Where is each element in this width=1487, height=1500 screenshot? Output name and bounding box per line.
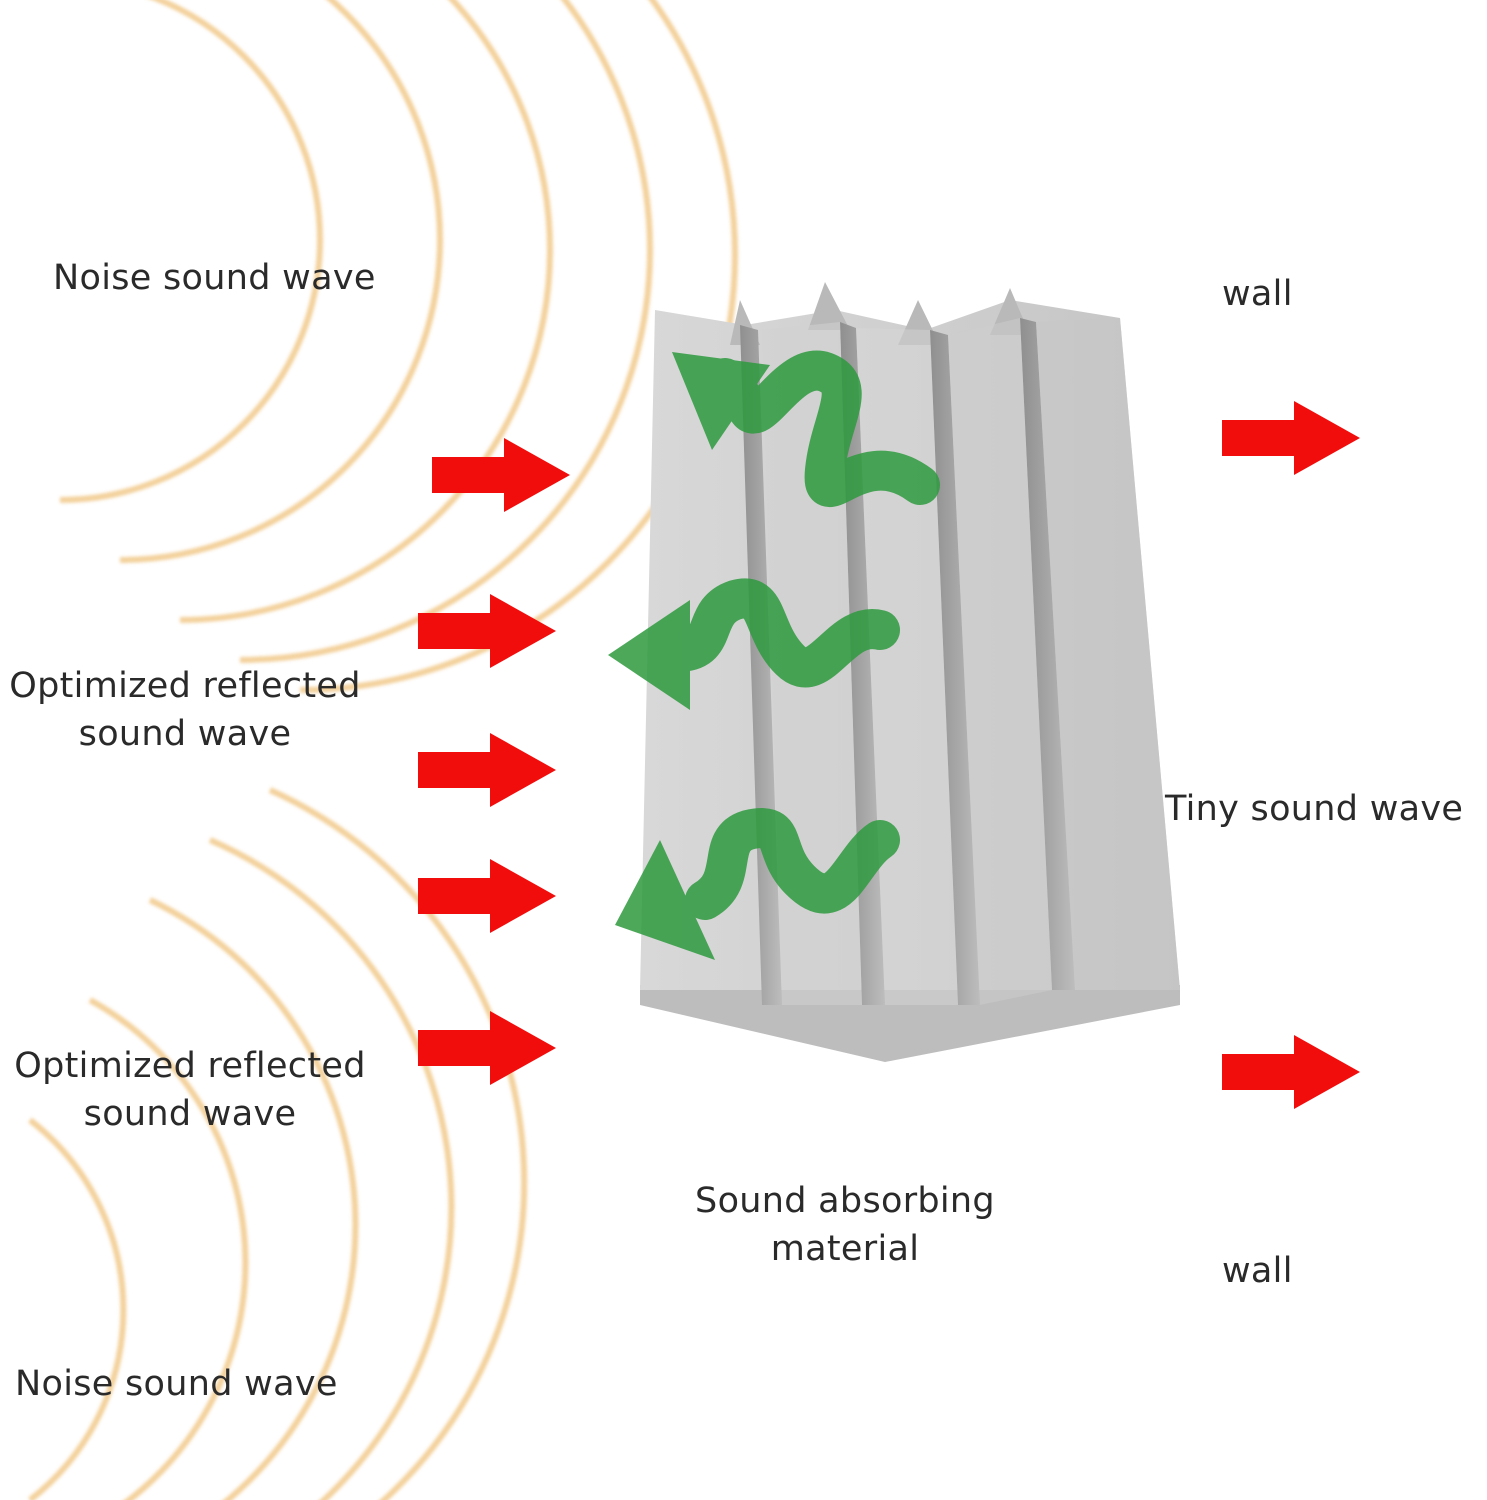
arrow-right-icon xyxy=(418,859,556,933)
label-line: sound wave xyxy=(83,1094,297,1134)
label-optimized-reflected-bottom: Optimized reflected sound wave xyxy=(5,1042,375,1138)
label-noise-sound-wave-top: Noise sound wave xyxy=(53,258,376,298)
wavy-arrow-icon xyxy=(672,350,940,507)
arrow-right-icon xyxy=(418,733,556,807)
label-line: Optimized reflected xyxy=(14,1046,366,1086)
wavy-arrow-icon xyxy=(608,578,900,710)
arrow-right-icon xyxy=(1222,401,1360,475)
noise-wave-rings-top xyxy=(59,0,738,693)
label-wall-top: wall xyxy=(1222,274,1293,314)
noise-wave-rings-bottom xyxy=(28,787,528,1500)
label-noise-sound-wave-bottom: Noise sound wave xyxy=(15,1364,338,1404)
label-line: material xyxy=(770,1229,920,1269)
arrow-right-icon xyxy=(432,438,570,512)
reflected-arrows xyxy=(608,350,940,960)
arrow-right-icon xyxy=(418,1011,556,1085)
label-optimized-reflected-top: Optimized reflected sound wave xyxy=(0,662,370,758)
arrow-right-icon xyxy=(418,594,556,668)
label-wall-bottom: wall xyxy=(1222,1251,1293,1291)
incident-arrows xyxy=(418,401,1360,1109)
arrow-right-icon xyxy=(1222,1035,1360,1109)
label-line: sound wave xyxy=(78,714,292,754)
label-tiny-sound-wave: Tiny sound wave xyxy=(1165,789,1464,829)
label-line: Sound absorbing xyxy=(695,1181,995,1221)
label-sound-absorbing-material: Sound absorbing material xyxy=(670,1177,1020,1273)
wavy-arrow-icon xyxy=(615,808,900,960)
label-line: Optimized reflected xyxy=(9,666,361,706)
